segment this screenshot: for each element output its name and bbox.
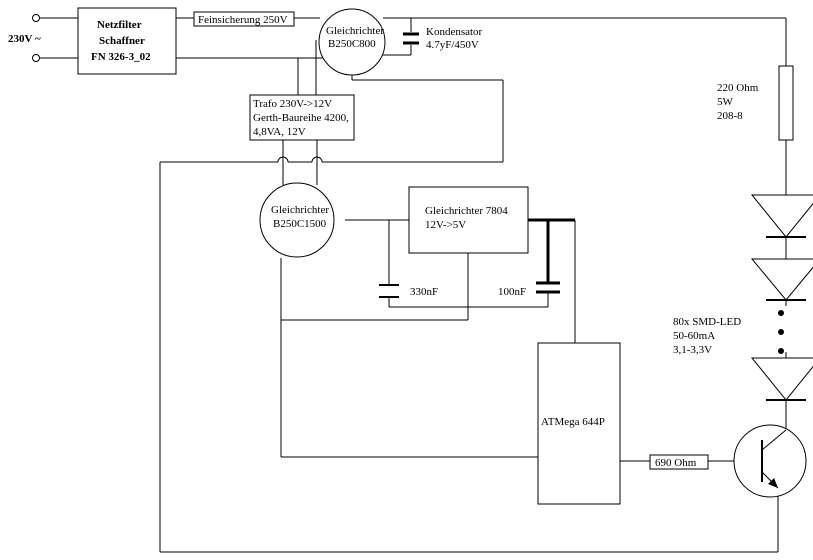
cap-100: 100nF bbox=[498, 281, 560, 298]
netzfilter: Netzfilter Schaffner FN 326-3_02 bbox=[77, 7, 177, 75]
resistor-690: 690 Ohm bbox=[649, 454, 709, 470]
led-ellipsis-dot-2 bbox=[778, 329, 784, 335]
leds-line1: 80x SMD-LED bbox=[673, 316, 741, 328]
terminal-l bbox=[32, 14, 40, 22]
capacitor-main-line1: Kondensator bbox=[426, 26, 483, 38]
wires bbox=[40, 17, 787, 553]
resistor-220: 220 Ohm 5W 208-8 bbox=[717, 65, 794, 141]
cap-100-label: 100nF bbox=[498, 286, 526, 298]
capacitor-main-line2: 4.7yF/450V bbox=[426, 39, 479, 51]
resistor-690-label: 690 Ohm bbox=[655, 457, 697, 469]
rectifier-main-line2: B250C800 bbox=[328, 38, 376, 50]
leds-line3: 3,1-3,3V bbox=[673, 344, 712, 356]
capacitor-main: Kondensator 4.7yF/450V bbox=[403, 26, 483, 51]
led-ellipsis-dot-3 bbox=[778, 348, 784, 354]
trafo: Trafo 230V->12V Gerth-Baureihe 4200, 4,8… bbox=[249, 94, 355, 141]
netzfilter-line1: Netzfilter bbox=[97, 19, 142, 31]
mcu-label: ATMega 644P bbox=[541, 416, 605, 428]
transistor bbox=[733, 424, 807, 498]
leds-line2: 50-60mA bbox=[673, 330, 715, 342]
netzfilter-line2: Schaffner bbox=[99, 35, 145, 47]
resistor-220-line2: 5W bbox=[717, 96, 734, 108]
cap-330: 330nF bbox=[379, 284, 438, 298]
trafo-line3: 4,8VA, 12V bbox=[253, 126, 306, 138]
led-ellipsis-dot-1 bbox=[778, 310, 784, 316]
resistor-220-line1: 220 Ohm bbox=[717, 82, 759, 94]
rectifier-low-line2: B250C1500 bbox=[273, 218, 327, 230]
fuse: Feinsicherung 250V bbox=[193, 11, 295, 27]
led-chain: 80x SMD-LED 50-60mA 3,1-3,3V bbox=[673, 194, 813, 401]
input-label: 230V ~ bbox=[8, 33, 41, 45]
resistor-220-line3: 208-8 bbox=[717, 110, 743, 122]
rectifier-low: Gleichrichter B250C1500 bbox=[259, 182, 335, 258]
fuse-label: Feinsicherung 250V bbox=[198, 14, 288, 26]
trafo-line2: Gerth-Baureihe 4200, bbox=[253, 112, 349, 124]
emitter-arrow-icon bbox=[768, 478, 778, 488]
mcu: ATMega 644P bbox=[537, 342, 621, 505]
regulator: Gleichrichter 7804 12V->5V bbox=[408, 186, 529, 254]
terminal-n bbox=[32, 54, 40, 62]
regulator-line1: Gleichrichter 7804 bbox=[425, 205, 508, 217]
led-diode-1 bbox=[750, 194, 813, 238]
mains-input: 230V ~ bbox=[8, 14, 41, 62]
led-diode-2 bbox=[750, 258, 813, 301]
led-diode-3 bbox=[750, 357, 813, 401]
rectifier-low-line1: Gleichrichter bbox=[271, 204, 329, 216]
netzfilter-line3: FN 326-3_02 bbox=[91, 51, 151, 63]
regulator-line2: 12V->5V bbox=[425, 219, 466, 231]
trafo-line1: Trafo 230V->12V bbox=[253, 98, 332, 110]
rectifier-main-line1: Gleichrichter bbox=[326, 25, 384, 37]
rectifier-main: Gleichrichter B250C800 bbox=[318, 8, 386, 76]
cap-330-label: 330nF bbox=[410, 286, 438, 298]
